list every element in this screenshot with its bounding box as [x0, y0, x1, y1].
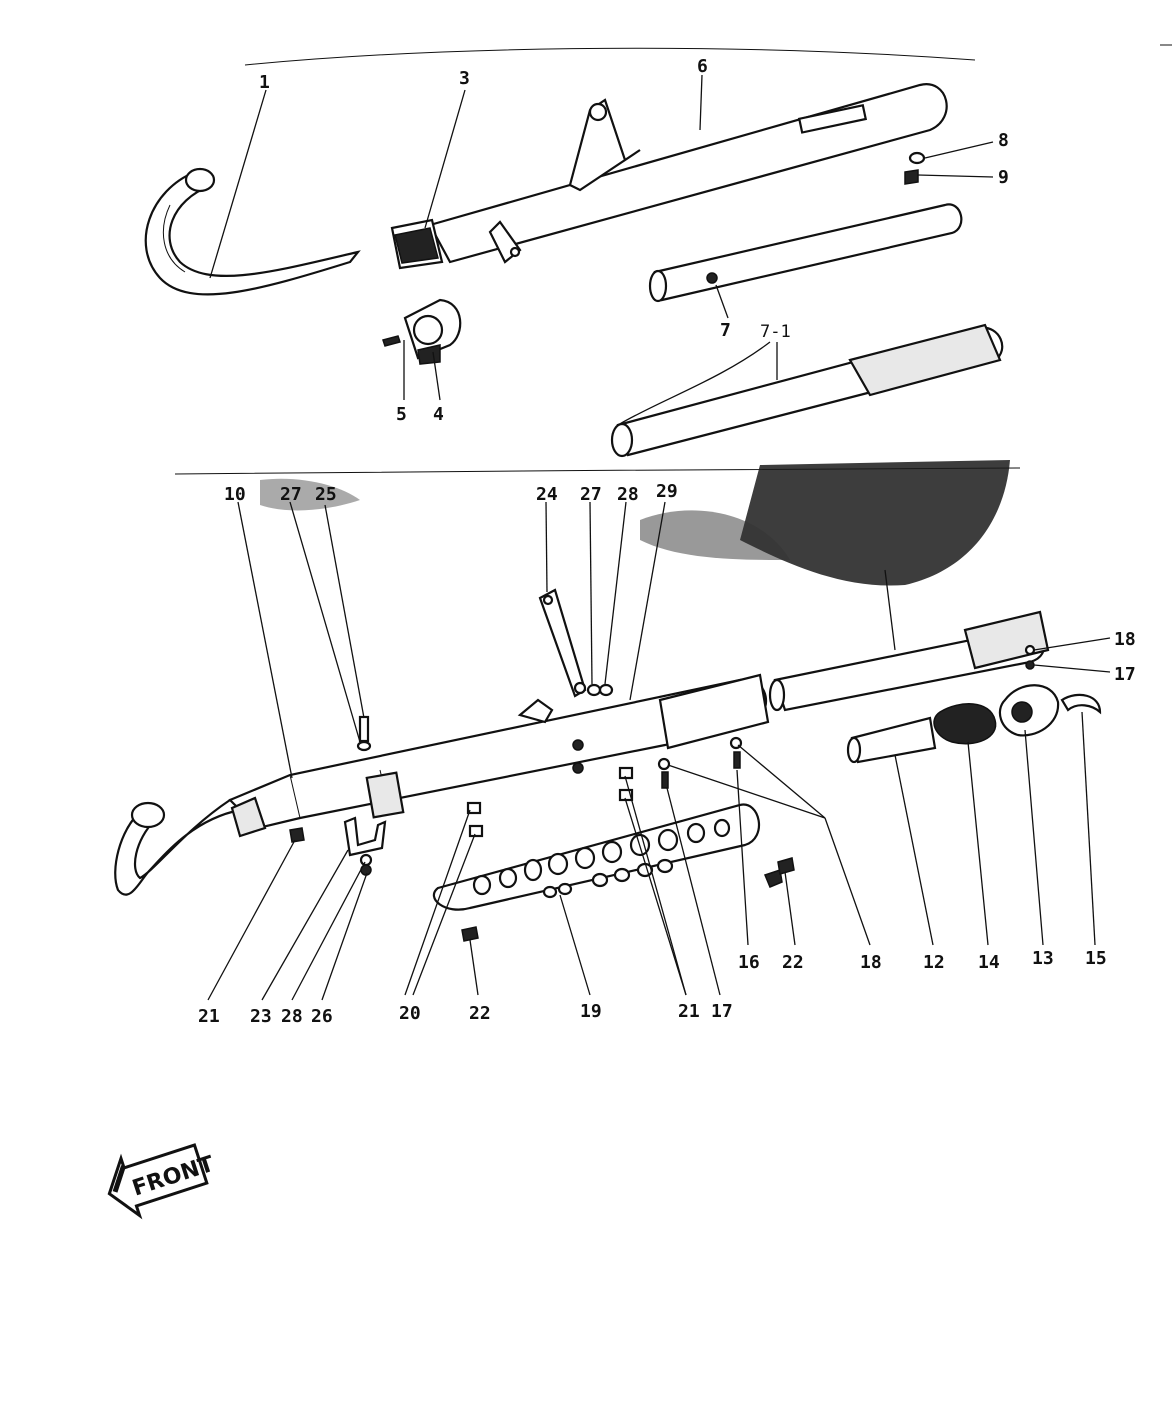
washer-part	[657, 757, 671, 771]
label-part-8: 8	[998, 130, 1009, 151]
label-part-7-1: 7-1	[760, 322, 791, 342]
label-part-24: 24	[536, 484, 558, 505]
label-part-17-lower: 17	[711, 1001, 733, 1022]
nut-part	[1025, 660, 1035, 670]
silencer-core-part	[933, 703, 997, 745]
clamp-part	[382, 298, 462, 365]
label-part-15: 15	[1085, 948, 1107, 969]
washer-part	[359, 853, 373, 867]
washer-part	[598, 683, 614, 697]
bracket-part	[343, 816, 387, 857]
bolt-part	[904, 169, 919, 185]
shaded-area	[740, 460, 1010, 586]
label-part-3: 3	[459, 68, 470, 89]
nut-part	[468, 824, 484, 838]
label-part-17-upper: 17	[1114, 664, 1136, 685]
label-part-27-lower: 27	[580, 484, 602, 505]
screw-part	[461, 926, 479, 942]
nut-part	[466, 801, 482, 815]
label-part-6: 6	[697, 56, 708, 77]
label-part-4: 4	[433, 404, 444, 425]
part-number-labels: 1 3 6 8 9 7 7-1 5 4 10 27 25 24 27 28 29…	[198, 56, 1136, 1027]
label-part-21-left: 21	[198, 1006, 220, 1027]
tail-pipe-part	[846, 716, 937, 764]
nut-part	[618, 766, 634, 780]
exhaust-pipe-part	[144, 167, 361, 296]
lower-muffler-part	[228, 673, 770, 832]
label-part-5: 5	[396, 404, 407, 425]
bolt-part	[733, 751, 741, 769]
heat-guard-part	[432, 803, 761, 911]
washer-part	[908, 151, 926, 165]
bracket-part	[538, 588, 587, 698]
washer-part	[356, 740, 372, 752]
screw-part	[777, 857, 795, 875]
label-part-20: 20	[399, 1003, 421, 1024]
label-part-26: 26	[311, 1006, 333, 1027]
front-direction-arrow: FRONT	[107, 1143, 217, 1220]
label-part-9: 9	[998, 167, 1009, 188]
label-part-16: 16	[738, 952, 760, 973]
label-part-28-upper: 28	[617, 484, 639, 505]
bracket-hole-lower	[573, 681, 587, 695]
label-part-22-left: 22	[469, 1003, 491, 1024]
washer-part	[586, 683, 602, 697]
label-part-1: 1	[259, 72, 270, 93]
label-part-27-upper: 27	[280, 484, 302, 505]
label-part-18-upper: 18	[1114, 629, 1136, 650]
label-part-21-right: 21	[678, 1001, 700, 1022]
label-part-12: 12	[923, 952, 945, 973]
label-part-14: 14	[978, 952, 1000, 973]
label-part-25: 25	[315, 484, 337, 505]
inner-tube-part	[610, 323, 1004, 458]
muffler-part	[390, 83, 948, 270]
label-part-19: 19	[580, 1001, 602, 1022]
bolt-part	[661, 771, 669, 789]
retainer-clip-part	[1060, 693, 1102, 715]
end-cap-part	[998, 684, 1060, 737]
bolt-part	[358, 715, 370, 743]
label-part-28-lower: 28	[281, 1006, 303, 1027]
baffle-tube-part	[648, 203, 963, 303]
nut-part	[289, 827, 305, 843]
leader-lines	[207, 74, 1111, 1001]
label-part-29: 29	[656, 481, 678, 502]
label-part-22-right: 22	[782, 952, 804, 973]
shaded-area-small	[260, 478, 360, 511]
label-part-23: 23	[250, 1006, 272, 1027]
label-part-10: 10	[224, 484, 246, 505]
upper-frame-line	[244, 47, 976, 66]
label-part-7: 7	[720, 320, 731, 341]
shaded-area-left	[640, 510, 790, 560]
label-part-13: 13	[1032, 948, 1054, 969]
rear-tail-tube-part	[768, 610, 1050, 712]
washer-part	[1024, 644, 1036, 656]
lower-exhaust-pipe-part	[114, 796, 267, 896]
screw-part	[763, 869, 783, 888]
label-part-18-lower: 18	[860, 952, 882, 973]
bracket-hole	[542, 594, 554, 606]
